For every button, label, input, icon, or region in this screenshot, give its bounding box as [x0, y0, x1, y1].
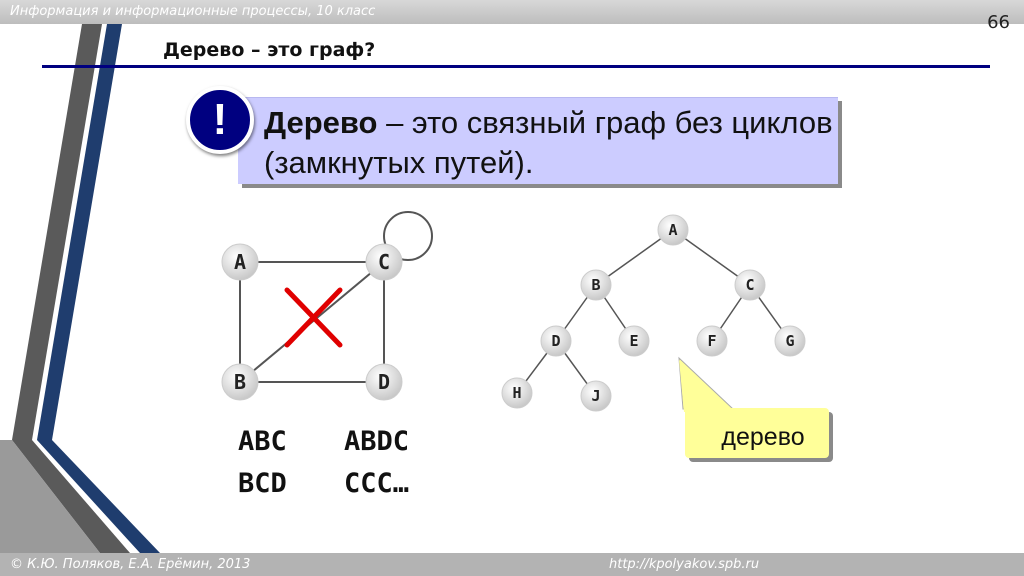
tree-node-d: D: [551, 332, 561, 350]
graph-node-a: A: [233, 250, 247, 274]
course-title: Информация и информационные процессы, 10…: [10, 4, 376, 19]
tree-node-j: J: [591, 387, 601, 405]
exclamation-icon: !: [186, 86, 254, 154]
decor-stripe-blue: [37, 24, 122, 440]
tree-node-b: B: [591, 276, 601, 294]
walk-abc: ABC: [238, 426, 287, 457]
title-rule: [42, 65, 990, 68]
self-loop: [383, 211, 433, 261]
tree-node-h: H: [512, 384, 522, 402]
definition-box: Дерево – это связный граф без циклов (за…: [238, 97, 838, 184]
tree-node-c: C: [745, 276, 755, 294]
decor-stripe-gray-lower: [12, 440, 130, 553]
decor-corner: [0, 440, 100, 553]
callout-text: дерево: [721, 423, 805, 451]
tree-node-f: F: [707, 332, 717, 350]
tree-edges: [516, 229, 791, 397]
slide-number: 66: [987, 12, 1010, 33]
walk-ccc: CCC…: [344, 468, 410, 499]
definition-body: – это связный граф без циклов (замкнутых…: [264, 105, 833, 180]
walk-bcd: BCD: [238, 468, 287, 499]
bottom-bar: © К.Ю. Поляков, Е.А. Ерёмин, 2013 http:/…: [0, 553, 1024, 576]
graph-node-c: C: [377, 250, 391, 274]
walk-abdc: ABDC: [344, 426, 410, 457]
top-bar: Информация и информационные процессы, 10…: [0, 0, 1024, 24]
footer-url[interactable]: http://kpolyakov.spb.ru: [609, 557, 760, 572]
slide-title: Дерево – это граф?: [163, 39, 376, 61]
tree-node-g: G: [785, 332, 795, 350]
graph-node-b: B: [233, 370, 247, 394]
cross-icon: [284, 287, 343, 348]
footer-authors: © К.Ю. Поляков, Е.А. Ерёмин, 2013: [10, 557, 251, 572]
tree-nodes: [501, 214, 806, 412]
definition-term: Дерево: [264, 105, 378, 140]
tree-node-e: E: [629, 332, 639, 350]
definition-text: Дерево – это связный граф без циклов (за…: [264, 103, 834, 183]
cyclic-graph-nodes: [221, 243, 403, 401]
tree-node-a: A: [668, 221, 678, 239]
callout-bubble: [678, 356, 833, 462]
graph-node-d: D: [377, 370, 391, 394]
decor-stripe-gray: [12, 24, 102, 440]
decor-stripe-blue-lower: [37, 440, 160, 553]
